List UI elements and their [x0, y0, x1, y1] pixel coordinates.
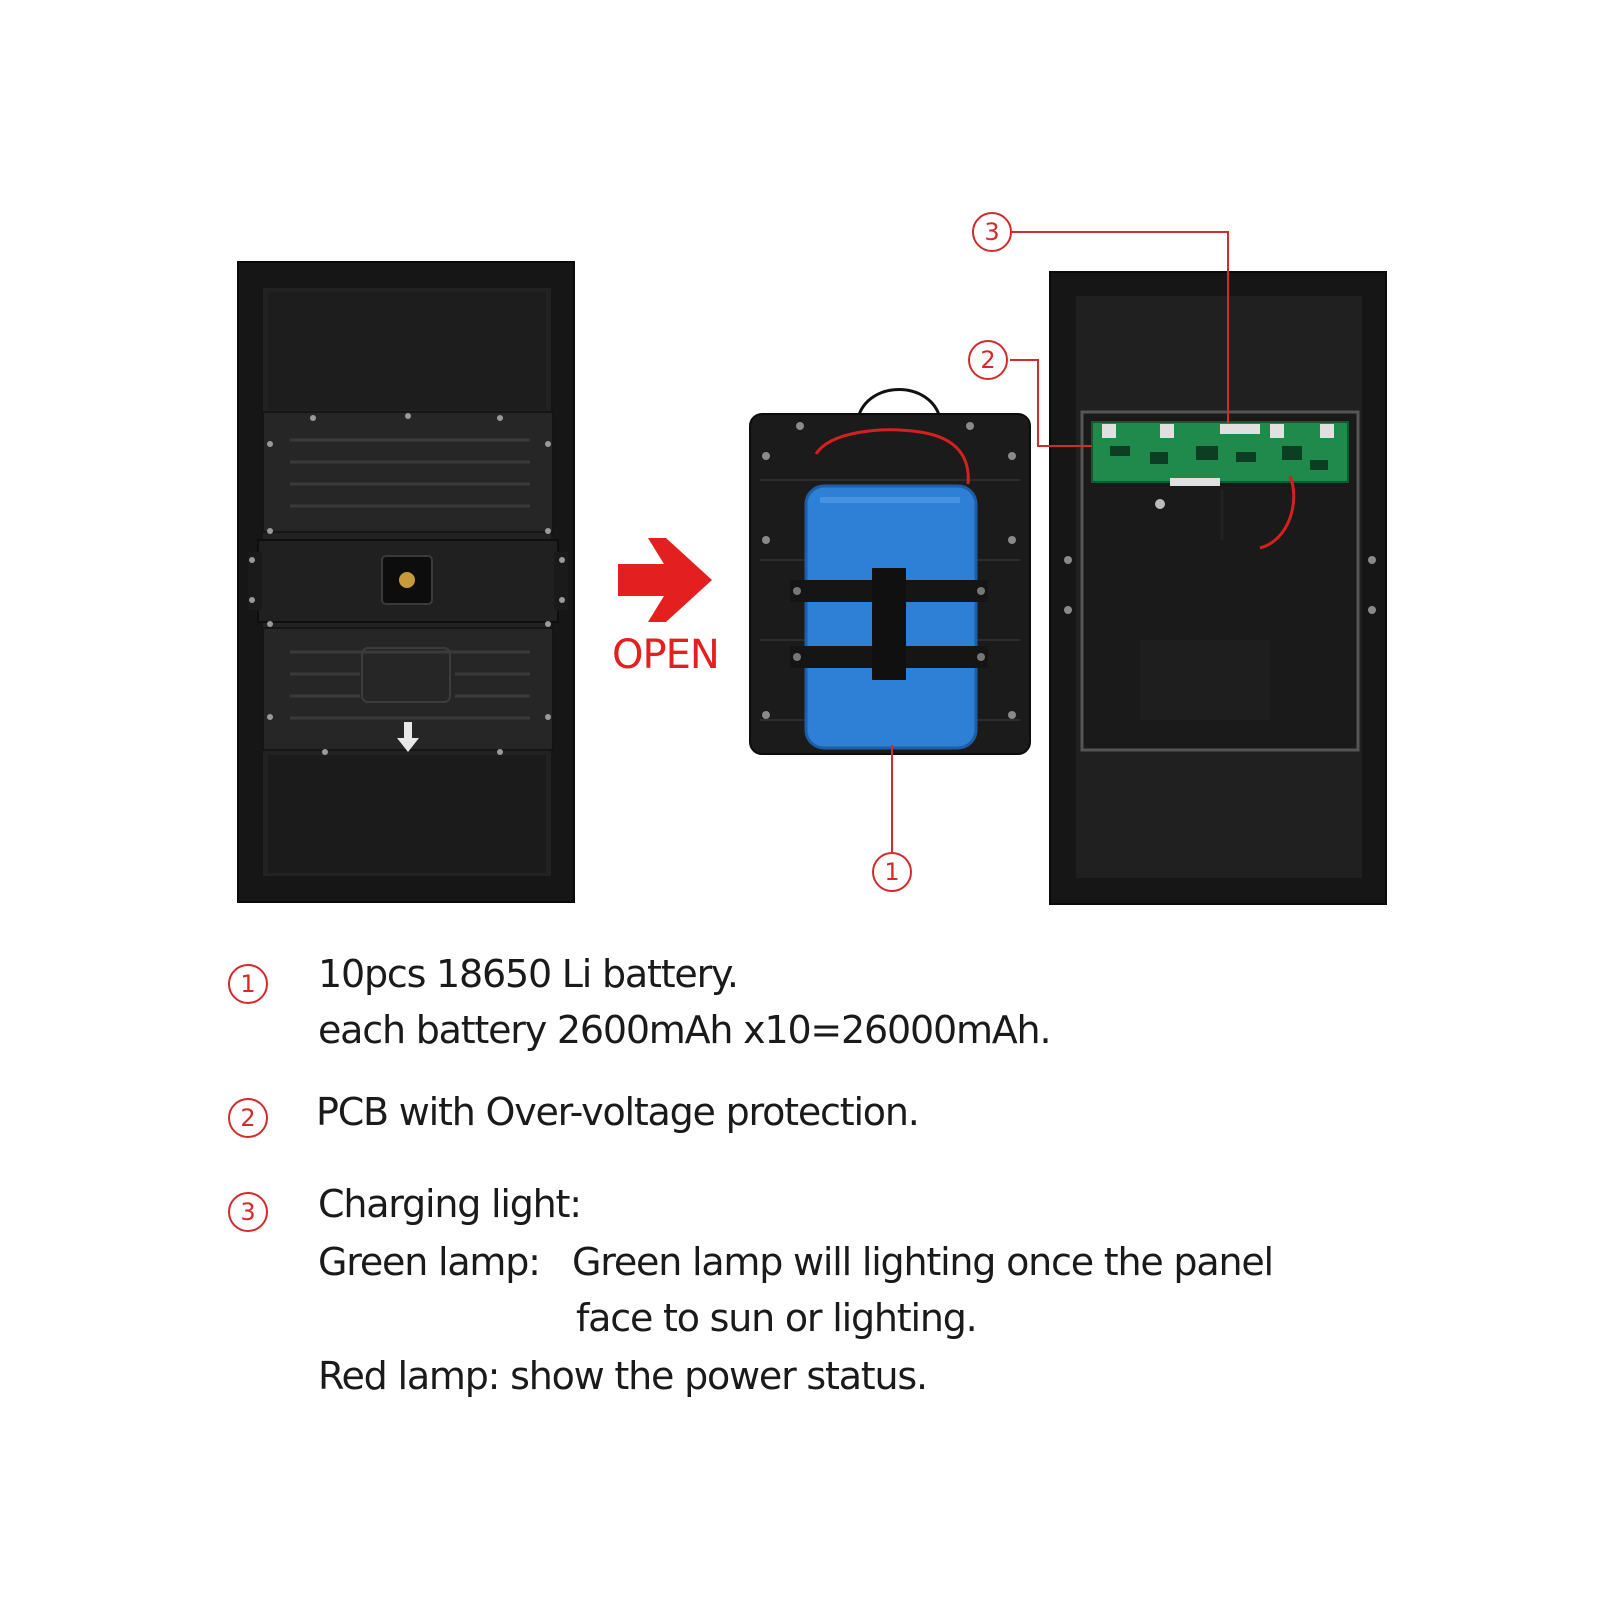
open-label: OPEN: [612, 632, 720, 678]
open-arrow-icon: [618, 538, 712, 622]
callout-number-3: 3: [972, 212, 1012, 252]
legend-1-line-1: 10pcs 18650 Li battery.: [318, 952, 739, 996]
callout-number-2: 2: [968, 340, 1008, 380]
legend-3-green-desc-2: face to sun or lighting.: [576, 1296, 978, 1340]
panel-open-with-pcb: [1049, 271, 1387, 905]
legend-2-line-1: PCB with Over-voltage protection.: [316, 1090, 920, 1134]
legend-3-red-line: Red lamp: show the power status.: [318, 1354, 928, 1398]
callout-number-1: 1: [872, 852, 912, 892]
legend-3-green-desc-1: Green lamp will lighting once the panel: [572, 1240, 1274, 1284]
legend-3-green-label: Green lamp:: [318, 1240, 541, 1284]
legend-1-line-2: each battery 2600mAh x10=26000mAh.: [318, 1008, 1052, 1052]
battery-tray: [749, 388, 1031, 755]
legend-number-2: 2: [228, 1098, 268, 1138]
panel-back-closed: [237, 261, 575, 903]
legend-3-line-1: Charging light:: [318, 1182, 582, 1226]
legend-number-1: 1: [228, 964, 268, 1004]
callout-lines: [891, 231, 1229, 852]
legend-number-3: 3: [228, 1192, 268, 1232]
